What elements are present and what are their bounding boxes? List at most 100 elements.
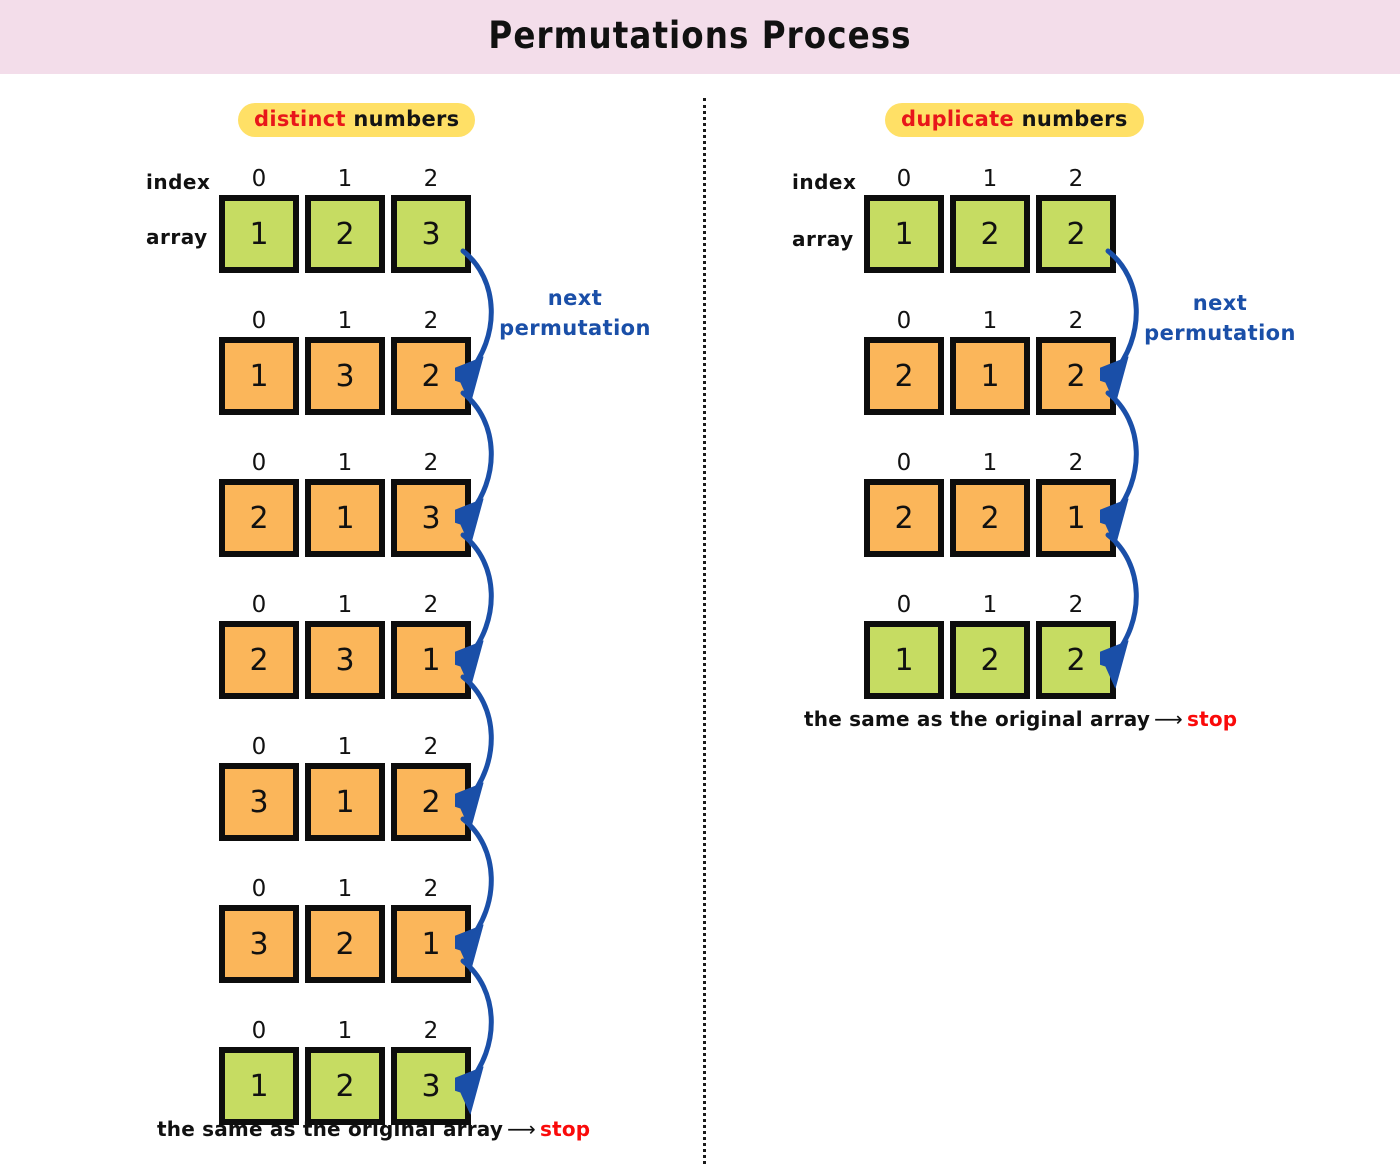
heading-rest: numbers [1014,107,1128,131]
array-cell: 0 1 [864,165,944,273]
heading-duplicate-numbers: duplicate numbers [885,103,1144,139]
panel-distinct-numbers: distinct numbers index array 0 1 1 2 2 3… [146,103,670,1141]
cell-value: 1 [864,621,944,699]
array-cell: 2 3 [391,165,471,273]
heading-rest: numbers [345,107,460,131]
next-permutation-annotation-right: next permutation [1125,288,1315,348]
array-cell: 1 2 [305,165,385,273]
cell-value: 2 [864,337,944,415]
title-banner: Permutations Process [0,0,1400,74]
cell-value: 2 [219,621,299,699]
cell-value: 2 [1036,195,1116,273]
array-cell: 2 3 [391,1017,471,1125]
cell-value: 2 [864,479,944,557]
index-label-right: index [792,170,857,194]
array-cell: 0 2 [219,591,299,699]
cell-value: 1 [391,905,471,983]
array-cell: 0 2 [864,307,944,415]
index-label: 1 [337,734,353,760]
cell-value: 2 [950,621,1030,699]
page-title: Permutations Process [488,14,912,57]
index-label: 0 [896,592,912,618]
footnote-left: the same as the original array⟶stop [157,1117,590,1141]
array-cell: 2 1 [1036,449,1116,557]
annotation-line-2: permutation [1144,321,1296,345]
array-cell: 2 2 [391,307,471,415]
cell-value: 2 [305,195,385,273]
index-label: 2 [1068,450,1084,476]
array-cell: 2 2 [1036,307,1116,415]
cell-value: 3 [391,479,471,557]
index-label: 1 [337,876,353,902]
heading-distinct-numbers: distinct numbers [238,103,476,139]
index-label: 2 [423,876,439,902]
index-label: 0 [251,734,267,760]
array-cell: 1 2 [950,165,1030,273]
cell-value: 1 [305,479,385,557]
cell-value: 1 [219,1047,299,1125]
cell-value: 1 [1036,479,1116,557]
cell-value: 3 [219,763,299,841]
cell-value: 3 [305,337,385,415]
array-cell: 2 2 [391,733,471,841]
annotation-line-2: permutation [499,316,651,340]
index-label: 2 [423,734,439,760]
index-label: 0 [251,166,267,192]
footnote-text: the same as the original array [157,1117,504,1141]
index-label: 1 [337,166,353,192]
array-cell: 1 3 [305,591,385,699]
heading-keyword: duplicate [901,107,1015,131]
index-label: 2 [423,592,439,618]
index-label: 0 [896,308,912,334]
array-cell: 2 1 [391,875,471,983]
index-label: 0 [251,592,267,618]
cell-value: 1 [219,195,299,273]
array-cell: 2 1 [391,591,471,699]
heading-keyword: distinct [254,107,346,131]
array-label-right: array [792,227,854,251]
cell-value: 1 [950,337,1030,415]
array-cell: 0 1 [864,591,944,699]
footnote-stop: stop [1186,707,1238,731]
cell-value: 3 [305,621,385,699]
cell-value: 2 [950,479,1030,557]
index-label: 0 [251,450,267,476]
array-cell: 0 3 [219,875,299,983]
cell-value: 3 [391,1047,471,1125]
index-label: 1 [982,166,998,192]
array-cell: 2 3 [391,449,471,557]
cell-value: 3 [391,195,471,273]
array-cell: 0 3 [219,733,299,841]
array-cell: 0 2 [219,449,299,557]
array-cell: 1 3 [305,307,385,415]
index-label: 1 [337,592,353,618]
index-label-left: index [146,170,211,194]
cell-value: 2 [391,337,471,415]
footnote-arrow-icon: ⟶ [507,1117,536,1141]
index-label: 0 [896,450,912,476]
index-label: 1 [982,308,998,334]
index-label: 1 [337,450,353,476]
index-label: 2 [1068,308,1084,334]
cell-value: 2 [391,763,471,841]
array-cell: 0 1 [219,1017,299,1125]
index-label: 1 [982,592,998,618]
array-cell: 2 2 [1036,591,1116,699]
cell-value: 2 [305,905,385,983]
panel-duplicate-numbers: duplicate numbers index array 0 1 1 2 2 … [703,0,1400,1167]
footnote-text: the same as the original array [804,707,1151,731]
array-cell: 1 2 [305,875,385,983]
index-label: 0 [251,1018,267,1044]
array-label-left: array [146,225,208,249]
index-label: 2 [1068,592,1084,618]
footnote-right: the same as the original array⟶stop [804,707,1237,731]
array-cell: 2 2 [1036,165,1116,273]
cell-value: 1 [305,763,385,841]
array-cell: 0 2 [864,449,944,557]
next-permutation-annotation-left: next permutation [480,283,670,343]
array-cell: 1 1 [305,449,385,557]
cell-value: 1 [864,195,944,273]
cell-value: 1 [391,621,471,699]
index-label: 0 [251,308,267,334]
cell-value: 2 [219,479,299,557]
